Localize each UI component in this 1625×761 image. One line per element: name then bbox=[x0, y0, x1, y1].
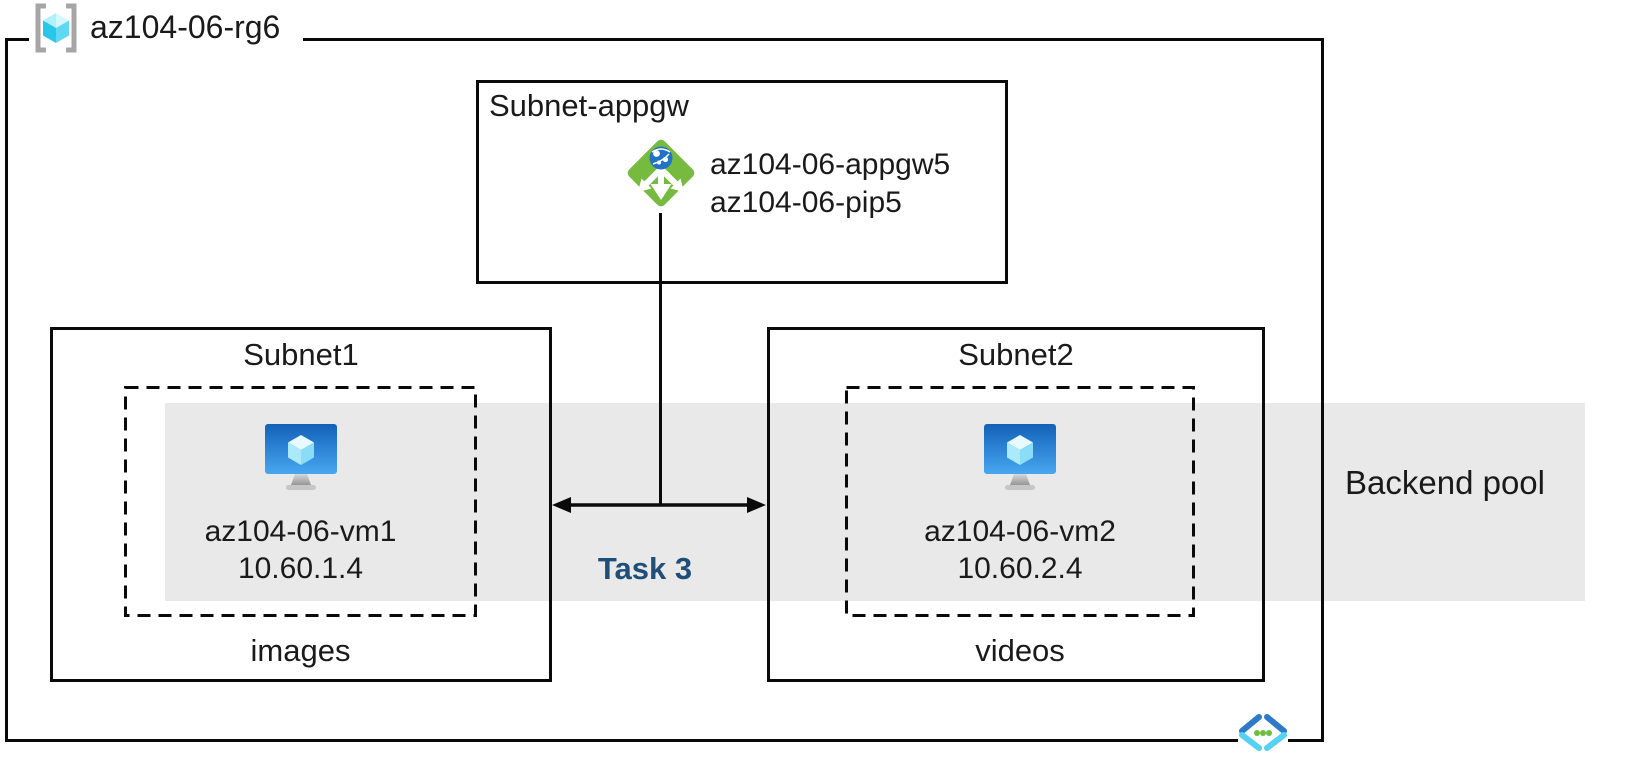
subnet2-dashed-box bbox=[845, 386, 1195, 617]
subnet1-title: Subnet1 bbox=[243, 337, 359, 372]
virtual-machine-icon-vm1 bbox=[265, 424, 337, 490]
appgw-labels: az104-06-appgw5 az104-06-pip5 bbox=[710, 146, 950, 222]
subnet1-dashed-box bbox=[124, 386, 477, 617]
backend-pool-label: Backend pool bbox=[1345, 464, 1545, 501]
vm2-ip-label: 10.60.2.4 bbox=[957, 552, 1083, 585]
resource-group-box bbox=[5, 38, 1324, 742]
virtual-machine-icon-vm2 bbox=[984, 424, 1056, 490]
resource-group-icon bbox=[35, 3, 77, 53]
task-label: Task 3 bbox=[597, 551, 693, 586]
vm1-name-label: az104-06-vm1 bbox=[204, 515, 397, 548]
gateway-connector-line bbox=[659, 213, 662, 506]
appgw-name-label: az104-06-appgw5 bbox=[710, 148, 951, 181]
resource-group-border-gap bbox=[29, 35, 303, 44]
subnet2-title: Subnet2 bbox=[958, 337, 1074, 372]
application-gateway-icon bbox=[627, 139, 695, 207]
appgw-subnet-box bbox=[476, 80, 1008, 284]
appgw-subnet-title: Subnet-appgw bbox=[489, 88, 689, 123]
vm1-labels: az104-06-vm1 10.60.1.4 bbox=[124, 513, 477, 587]
vm2-name-label: az104-06-vm2 bbox=[924, 515, 1116, 548]
subnet-double-arrow bbox=[552, 497, 766, 513]
vm1-ip-label: 10.60.1.4 bbox=[237, 552, 364, 585]
subnet2-box bbox=[767, 327, 1265, 682]
subnet1-box bbox=[50, 327, 552, 682]
resource-group-label: az104-06-rg6 bbox=[90, 9, 281, 45]
vm2-labels: az104-06-vm2 10.60.2.4 bbox=[845, 513, 1195, 587]
subnet2-storage-label: videos bbox=[975, 633, 1065, 668]
public-ip-label: az104-06-pip5 bbox=[710, 186, 902, 219]
backend-pool-band bbox=[165, 403, 1585, 601]
subnet1-storage-label: images bbox=[250, 633, 351, 668]
virtual-network-icon bbox=[1238, 712, 1288, 752]
